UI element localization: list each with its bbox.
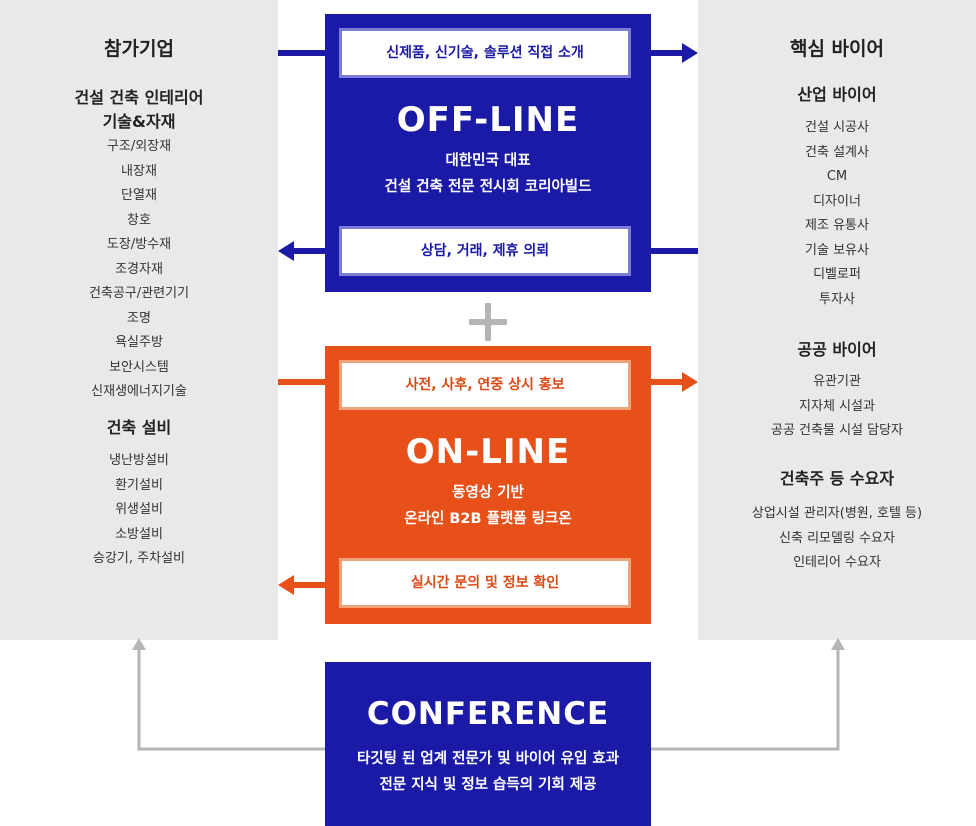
buyers-group-1-list: 건설 시공사 건축 설계사 CM 디자이너 제조 유통사 기술 보유사 디벨로퍼…	[698, 116, 976, 312]
list-item: 제조 유통사	[805, 218, 869, 233]
participants-title: 참가기업	[104, 38, 174, 60]
offline-return-in-line	[650, 248, 698, 254]
list-item: 상업시설 관리자(병원, 호텔 등)	[751, 506, 923, 521]
plus-icon	[469, 303, 507, 341]
buyers-group-2-list: 유관기관 지자체 시설과 공공 건축물 시설 담당자	[698, 370, 976, 444]
online-in-line	[278, 379, 326, 385]
list-item: 단열재	[121, 188, 157, 203]
online-right-arrowhead	[682, 372, 698, 392]
heading-line: 건축 설비	[106, 418, 172, 437]
list-item: 보안시스템	[109, 359, 169, 375]
online-left-arrowhead	[278, 575, 294, 595]
conference-description: 타깃팅 된 업계 전문가 및 바이어 유입 효과 전문 지식 및 정보 습득의 …	[325, 746, 651, 798]
offline-box: 신제품, 신기술, 솔루션 직접 소개 OFF-LINE 대한민국 대표 건설 …	[325, 14, 651, 292]
description-line: 동영상 기반	[452, 485, 524, 501]
heading-line: 건축주 등 수요자	[779, 469, 895, 488]
offline-in-line	[278, 50, 326, 56]
online-out-line	[650, 379, 684, 385]
online-description: 동영상 기반 온라인 B2B 플랫폼 링크온	[325, 480, 651, 532]
offline-return-out-line	[292, 248, 326, 254]
list-item: 공공 건축물 시설 담당자	[771, 423, 903, 438]
online-box: 사전, 사후, 연중 상시 홍보 ON-LINE 동영상 기반 온라인 B2B …	[325, 346, 651, 624]
participants-group-2-list: 냉난방설비 환기설비 위생설비 소방설비 승강기, 주차설비	[0, 449, 278, 572]
list-item: 냉난방설비	[109, 453, 169, 468]
list-item: 기술 보유사	[805, 242, 869, 258]
conference-right-connector	[651, 646, 840, 751]
list-item: 디벨로퍼	[813, 267, 861, 282]
heading-line: 공공 바이어	[797, 340, 877, 359]
list-item: 창호	[127, 212, 151, 228]
description-line: 전문 지식 및 정보 습득의 기회 제공	[379, 777, 597, 793]
buyers-group-3-heading: 건축주 등 수요자	[698, 467, 976, 491]
heading-line: 산업 바이어	[797, 85, 877, 104]
list-item: 건설 시공사	[805, 120, 869, 135]
list-item: 유관기관	[813, 374, 861, 389]
list-item: 조명	[127, 310, 151, 326]
online-bottom-label: 실시간 문의 및 정보 확인	[339, 558, 631, 608]
list-item: 구조/외장재	[106, 139, 172, 154]
participants-panel	[0, 0, 278, 640]
list-item: 건축공구/관련기기	[88, 286, 190, 301]
list-item: 위생설비	[115, 502, 163, 517]
description-line: 타깃팅 된 업계 전문가 및 바이어 유입 효과	[356, 751, 620, 767]
offline-out-line	[650, 50, 684, 56]
description-line: 건설 건축 전문 전시회 코리아빌드	[384, 179, 592, 195]
heading-line: 건설 건축 인테리어	[74, 88, 204, 107]
buyers-panel	[698, 0, 976, 640]
online-title: ON-LINE	[405, 432, 571, 472]
buyers-group-1-heading: 산업 바이어	[698, 83, 976, 107]
participants-group-1-list: 구조/외장재 내장재 단열재 창호 도장/방수재 조경자재 건축공구/관련기기 …	[0, 135, 278, 405]
list-item: 내장재	[121, 163, 157, 179]
offline-right-arrowhead	[682, 43, 698, 63]
list-item: CM	[826, 169, 848, 184]
online-top-label: 사전, 사후, 연중 상시 홍보	[339, 360, 631, 410]
description-line: 대한민국 대표	[445, 153, 531, 169]
heading-line: 기술&자재	[102, 112, 176, 131]
participants-group-2-heading: 건축 설비	[0, 416, 278, 440]
conference-left-arrowhead	[132, 638, 146, 650]
list-item: 투자사	[819, 291, 855, 307]
list-item: 신축 리모델링 수요자	[779, 530, 895, 546]
list-item: 신재생에너지기술	[91, 384, 187, 399]
list-item: 도장/방수재	[106, 237, 172, 252]
offline-title: OFF-LINE	[396, 100, 580, 140]
conference-box: CONFERENCE 타깃팅 된 업계 전문가 및 바이어 유입 효과 전문 지…	[325, 662, 651, 826]
list-item: 건축 설계사	[805, 144, 869, 160]
buyers-group-3-list: 상업시설 관리자(병원, 호텔 등) 신축 리모델링 수요자 인테리어 수요자	[698, 502, 976, 576]
list-item: 소방설비	[115, 526, 163, 542]
buyers-group-2-heading: 공공 바이어	[698, 338, 976, 362]
offline-description: 대한민국 대표 건설 건축 전문 전시회 코리아빌드	[325, 148, 651, 200]
participants-group-1-heading: 건설 건축 인테리어 기술&자재	[0, 86, 278, 134]
list-item: 지자체 시설과	[799, 398, 875, 414]
list-item: 승강기, 주차설비	[93, 551, 185, 566]
buyers-title: 핵심 바이어	[789, 38, 884, 60]
description-line: 온라인 B2B 플랫폼 링크온	[404, 511, 572, 527]
online-return-line	[292, 582, 326, 588]
conference-right-arrowhead	[831, 638, 845, 650]
offline-top-label: 신제품, 신기술, 솔루션 직접 소개	[339, 28, 631, 78]
conference-left-connector	[137, 646, 325, 751]
list-item: 욕실주방	[115, 335, 163, 350]
list-item: 조경자재	[115, 261, 163, 277]
offline-left-arrowhead	[278, 241, 294, 261]
list-item: 인테리어 수요자	[793, 555, 881, 570]
conference-title: CONFERENCE	[366, 696, 610, 732]
list-item: 디자이너	[813, 193, 861, 209]
list-item: 환기설비	[115, 477, 163, 493]
offline-bottom-label: 상담, 거래, 제휴 의뢰	[339, 226, 631, 276]
